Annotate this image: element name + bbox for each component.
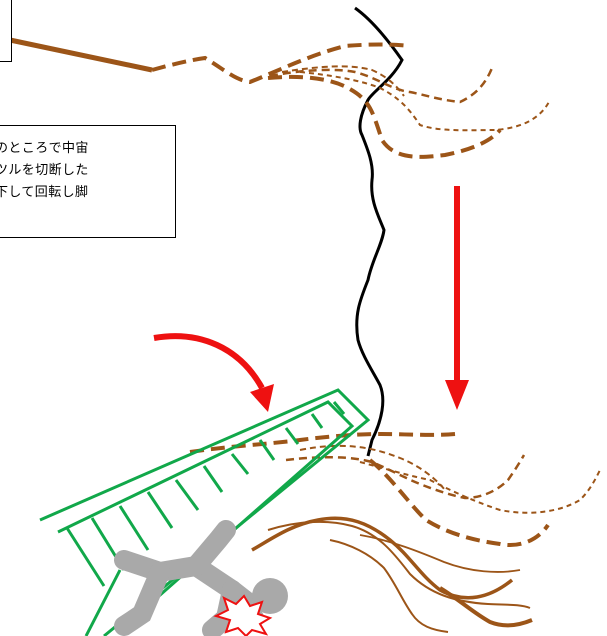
impact-burst-icon <box>213 594 273 636</box>
vine-upper-solid <box>9 37 153 73</box>
ladder-icon <box>39 388 371 636</box>
curved-arrow-icon <box>153 333 274 412</box>
caption-line-3: 下して回転し脚 <box>0 185 89 200</box>
vine-hanging-b <box>267 520 531 609</box>
vine-upper-branch-d <box>281 65 405 97</box>
caption-box: のところで中宙 ツルを切断した 下して回転し脚 <box>0 125 176 238</box>
vine-lower-branch-c <box>359 461 601 514</box>
vine-upper-branch-b <box>269 67 494 104</box>
vine-upper-branch-a <box>267 74 502 159</box>
caption-line-1: のところで中宙 <box>0 141 89 156</box>
vine-upper-branch-c <box>299 71 551 132</box>
vine-hanging-d <box>359 534 521 573</box>
vine-lower-branch-a <box>285 454 526 500</box>
tree-trunk <box>354 6 404 457</box>
down-arrow-icon <box>445 186 469 410</box>
vine-lower-branch-b <box>368 458 550 547</box>
caption-line-2: ツルを切断した <box>0 163 89 178</box>
top-label-box <box>0 0 12 62</box>
vine-hanging-a <box>251 516 514 600</box>
vine-hanging-c <box>329 539 449 633</box>
vine-lower-main <box>189 431 456 454</box>
vine-hanging-e <box>438 586 533 628</box>
vine-upper-main <box>151 42 411 85</box>
